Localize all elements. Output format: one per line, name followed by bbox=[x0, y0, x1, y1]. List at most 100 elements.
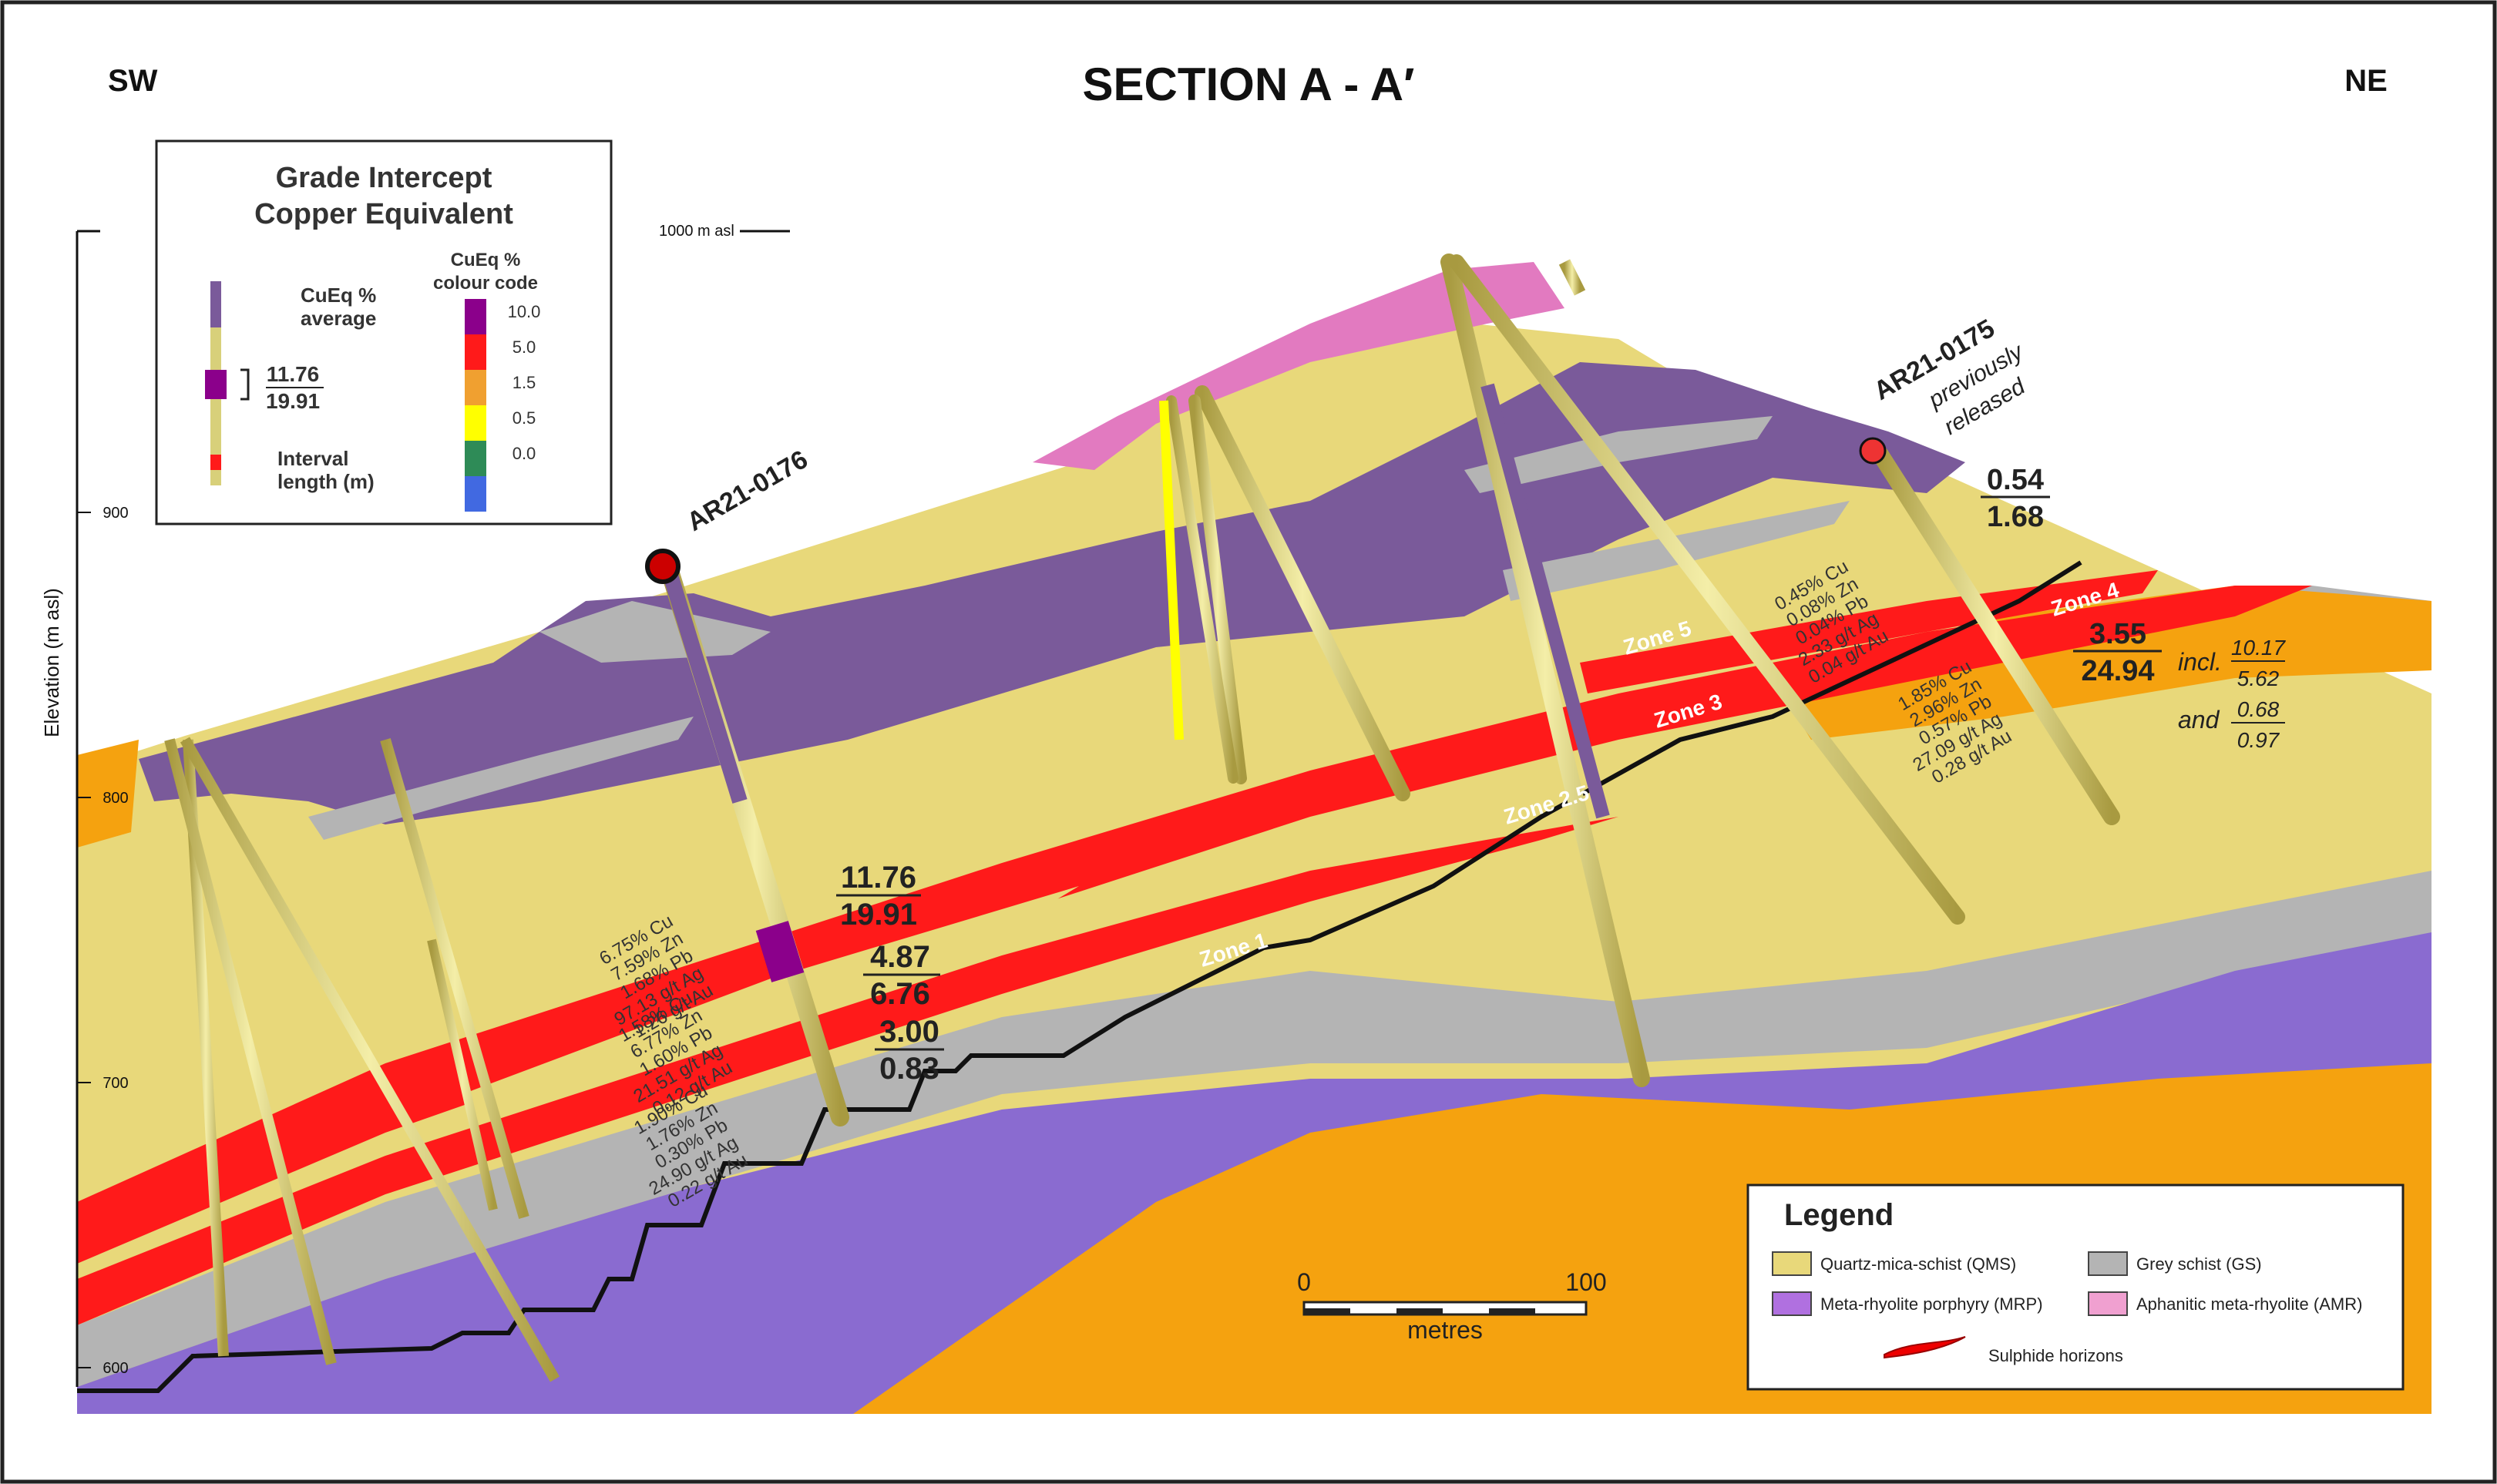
sulphide-label: Sulphide horizons bbox=[1988, 1346, 2123, 1365]
scale-segment bbox=[1396, 1308, 1443, 1314]
grey-lens bbox=[539, 601, 771, 663]
legend-swatch bbox=[2088, 1291, 2128, 1316]
legend-title: Legend bbox=[1784, 1198, 1894, 1232]
colour-scale-label: 5.0 bbox=[513, 337, 536, 357]
qms-parting bbox=[462, 886, 1079, 1117]
drill-hole-ar21-0175 bbox=[1872, 446, 2120, 825]
length-label-2: length (m) bbox=[277, 470, 375, 493]
drill-hole bbox=[1188, 395, 1247, 784]
drill-hole bbox=[1440, 253, 1650, 1087]
geology bbox=[77, 262, 2431, 1414]
legend-swatch bbox=[1772, 1251, 1812, 1276]
colour-code-title-1: CuEq % bbox=[451, 250, 521, 270]
scale-unit: metres bbox=[1407, 1316, 1483, 1344]
intercept-5-grade: 3.55 bbox=[2089, 618, 2146, 650]
grade-key-box bbox=[155, 139, 613, 525]
sulphide-swatch bbox=[1884, 1336, 1966, 1359]
drill-hole bbox=[1195, 385, 1410, 801]
colour-code-title-2: colour code bbox=[433, 273, 538, 294]
colour-scale-swatch bbox=[465, 405, 486, 441]
colour-scale-label: 1.5 bbox=[513, 373, 536, 392]
sw-label: SW bbox=[108, 64, 158, 98]
example-hole-segment bbox=[210, 281, 221, 327]
axis-title: Elevation (m asl) bbox=[40, 588, 63, 737]
tick-label-600: 600 bbox=[103, 1360, 128, 1377]
length-label-1: Interval bbox=[277, 447, 349, 470]
grade-key-title-2: Copper Equivalent bbox=[254, 198, 513, 230]
legend-label: Aphanitic meta-rhyolite (AMR) bbox=[2136, 1294, 2362, 1314]
key-bracket bbox=[240, 368, 250, 401]
colour-scale-swatch bbox=[465, 441, 486, 476]
and-length: 0.97 bbox=[2237, 728, 2280, 752]
sulphide-zone-upper bbox=[1580, 570, 2158, 693]
orange-unit-ne bbox=[1773, 586, 2431, 740]
grey-schist-lower bbox=[77, 871, 2431, 1387]
drill-hole bbox=[1449, 254, 1965, 925]
underground-workings-line bbox=[77, 560, 2082, 1393]
grade-key: Grade Intercept Copper Equivalent CuEq %… bbox=[155, 139, 613, 525]
drill-hole bbox=[180, 737, 560, 1382]
drill-hole bbox=[1159, 400, 1184, 740]
intercept-2-length: 6.76 bbox=[870, 977, 930, 1011]
drill-hole bbox=[380, 738, 529, 1219]
legend-label: Quartz-mica-schist (QMS) bbox=[1820, 1254, 2016, 1274]
drill-holes bbox=[164, 253, 2120, 1382]
colour-scale-swatch bbox=[465, 476, 486, 512]
incl-length: 5.62 bbox=[2237, 666, 2280, 690]
ne-label: NE bbox=[2344, 64, 2388, 98]
intercept-4-grade: 0.54 bbox=[1987, 464, 2044, 496]
legend-swatch bbox=[2088, 1251, 2128, 1276]
scale-segment bbox=[1489, 1308, 1535, 1314]
legend-swatch bbox=[1772, 1291, 1812, 1316]
elevation-axis: 900 800 700 600 Elevation (m asl) 1000 m… bbox=[40, 223, 790, 1387]
legend-label: Meta-rhyolite porphyry (MRP) bbox=[1820, 1294, 2043, 1314]
legend: Legend Quartz-mica-schist (QMS) Grey schi… bbox=[1746, 1184, 2405, 1391]
scale-start: 0 bbox=[1297, 1268, 1311, 1296]
high-grade-interval bbox=[755, 921, 805, 982]
legend-box bbox=[1746, 1184, 2405, 1391]
example-grade: 11.76 bbox=[267, 362, 320, 386]
intercept-4-length: 1.68 bbox=[1987, 501, 2044, 533]
average-label-2: average bbox=[301, 307, 376, 330]
reference-elevation-label: 1000 m asl bbox=[659, 223, 734, 240]
intercept-3-length: 0.83 bbox=[879, 1052, 939, 1086]
and-prefix: and bbox=[2178, 706, 2220, 734]
intercept-2-grade: 4.87 bbox=[870, 940, 930, 974]
intercept-5-length: 24.94 bbox=[2081, 655, 2154, 687]
colour-scale-label: 0.0 bbox=[513, 444, 536, 463]
orange-unit-sw bbox=[77, 740, 139, 848]
section-title: SECTION A - A′ bbox=[1082, 59, 1414, 110]
scale-segment bbox=[1304, 1308, 1350, 1314]
example-length: 19.91 bbox=[266, 389, 320, 413]
legend-items: Quartz-mica-schist (QMS) Grey schist (GS)… bbox=[1772, 1251, 2362, 1316]
assay-labels: 6.75% Cu 7.59% Zn 1.68% Pb 97.13 g/t Ag … bbox=[596, 556, 2015, 1212]
legend-label: Grey schist (GS) bbox=[2136, 1254, 2262, 1274]
drill-hole bbox=[427, 938, 498, 1211]
collar-ar21-0176 bbox=[645, 549, 681, 584]
grey-lens bbox=[1464, 416, 1773, 493]
and-grade: 0.68 bbox=[2237, 697, 2280, 721]
drill-hole bbox=[1166, 395, 1238, 784]
grade-key-title-1: Grade Intercept bbox=[276, 162, 492, 194]
colour-scale: 10.05.01.50.50.0 bbox=[465, 299, 540, 512]
drill-hole bbox=[1558, 259, 1586, 296]
intercept-1-length: 19.91 bbox=[840, 898, 917, 932]
colour-scale-swatch bbox=[465, 334, 486, 370]
drill-hole-segment bbox=[1480, 383, 1610, 819]
tick-label-900: 900 bbox=[103, 505, 128, 522]
incl-prefix: incl. bbox=[2178, 648, 2222, 676]
average-label-1: CuEq % bbox=[301, 284, 376, 307]
colour-scale-label: 0.5 bbox=[513, 408, 536, 428]
colour-scale-swatch bbox=[465, 299, 486, 334]
intercept-1-grade: 11.76 bbox=[841, 861, 916, 895]
example-hole-segment bbox=[210, 455, 221, 470]
intercept-3-grade: 3.00 bbox=[879, 1015, 939, 1049]
scale-bar: 0 100 metres bbox=[1297, 1268, 1607, 1344]
collar-ar21-0175 bbox=[1859, 437, 1887, 465]
tick-label-700: 700 bbox=[103, 1075, 128, 1092]
example-interval-icon bbox=[205, 370, 227, 399]
intercept-labels: 11.76 19.91 4.87 6.76 3.00 0.83 0.54 1.6… bbox=[836, 464, 2286, 1086]
drill-hole bbox=[164, 738, 337, 1365]
